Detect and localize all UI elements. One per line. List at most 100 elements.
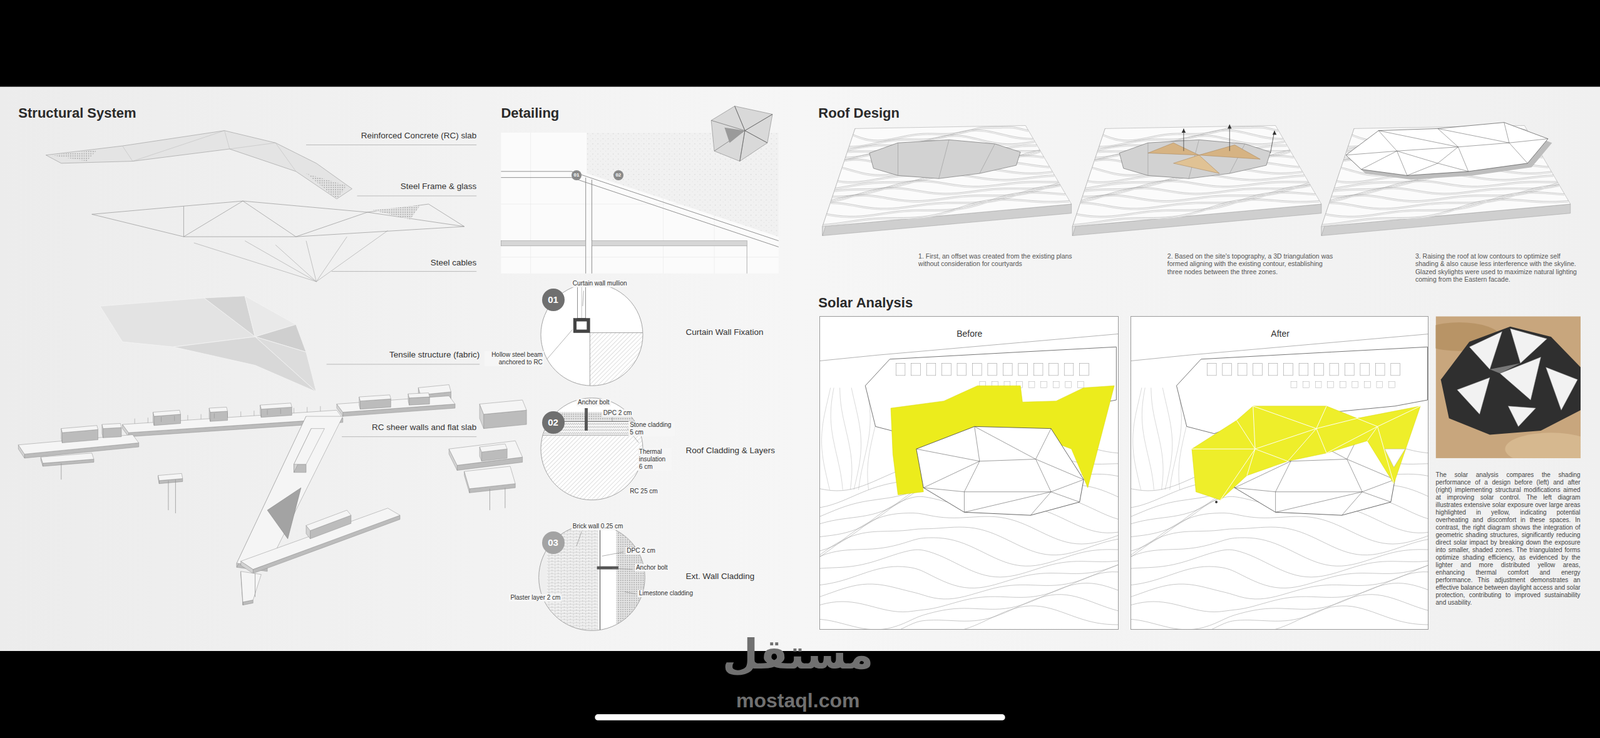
section-drawing	[530, 132, 531, 274]
label-underline	[341, 436, 477, 437]
roof-edge	[1397, 150, 1438, 164]
layer-label: Steel cables	[430, 257, 477, 268]
site-model	[822, 125, 1072, 236]
drawing-line	[979, 143, 995, 174]
roof-edge	[923, 461, 980, 488]
contour-line	[819, 558, 1119, 588]
detail-circle-wall	[536, 520, 647, 635]
roof-edge	[1035, 428, 1052, 460]
roof-edge	[1437, 163, 1469, 172]
sun-marker	[1215, 500, 1218, 504]
slab-top	[102, 423, 122, 429]
plan-furniture	[1065, 381, 1072, 389]
wall-rib	[240, 411, 242, 417]
rc-slab-layer	[45, 130, 352, 200]
callout-number: 02	[542, 411, 565, 434]
plan-furniture	[1364, 381, 1371, 389]
roof-edge	[1407, 163, 1438, 176]
plan-room	[1375, 363, 1385, 376]
contour-shade	[826, 192, 1066, 218]
contour-line	[1130, 594, 1429, 630]
section-drawing	[500, 241, 586, 247]
building-mass	[1119, 139, 1271, 179]
column	[489, 488, 491, 511]
steel-cables-layer	[194, 230, 389, 282]
wall-rib	[134, 418, 136, 424]
plan-furniture	[1315, 381, 1322, 389]
steel-cables-layer	[275, 244, 317, 282]
roof-edge	[1030, 492, 1052, 516]
annotation: Thermal insulation 6 cm	[637, 448, 672, 471]
contour-line	[1322, 199, 1569, 225]
triangulated-roof	[1345, 122, 1549, 176]
detail-circle-wall	[616, 520, 648, 635]
shading-edge	[1326, 426, 1378, 453]
column	[175, 479, 176, 514]
contour-line	[1130, 572, 1429, 613]
contour-line	[819, 594, 1119, 630]
wall-rib	[187, 415, 188, 421]
roof-edge	[1362, 492, 1391, 503]
layer-label: Reinforced Concrete (RC) slab	[361, 130, 477, 141]
render-photo	[1507, 406, 1536, 427]
plan-room	[1049, 363, 1059, 376]
arrow-head	[1272, 130, 1277, 136]
column	[60, 463, 62, 480]
roof-edge	[1342, 492, 1363, 516]
analysis-panel: Before	[819, 316, 1119, 630]
contour-line	[1130, 560, 1429, 601]
contour-line	[819, 605, 1119, 630]
roof-edge	[1275, 492, 1363, 513]
plan-furniture	[1303, 381, 1310, 389]
plan-room	[1079, 363, 1090, 376]
label-underline	[306, 144, 477, 146]
render-photo	[1435, 316, 1581, 459]
contour-shade	[1076, 192, 1316, 218]
contour-shade	[1322, 200, 1569, 226]
annotation: Plaster layer 2 cm	[508, 594, 562, 602]
callout-text: 03	[547, 537, 559, 549]
watermark: مستقل	[722, 629, 874, 680]
column	[254, 573, 256, 597]
plan-room	[1329, 363, 1339, 376]
section-drawing	[500, 177, 779, 248]
contour-line	[1130, 513, 1429, 566]
shading-edge	[1253, 406, 1317, 429]
detail-title: Roof Cladding & Layers	[685, 445, 775, 456]
render-photo	[1499, 357, 1541, 400]
section-heading: Solar Analysis	[818, 294, 913, 312]
roof-edge	[1035, 459, 1085, 481]
slab-side	[210, 411, 228, 422]
contour-line	[1081, 182, 1309, 201]
contour-line	[819, 513, 1119, 566]
leader-line	[585, 408, 586, 417]
steel-frame-layer	[367, 204, 465, 227]
home-indicator	[594, 714, 1005, 721]
section-drawing	[746, 246, 748, 274]
roof-thumbnail	[711, 106, 773, 162]
callout-text: 01	[574, 172, 580, 179]
plan-furniture	[1290, 381, 1298, 389]
steel-frame-layer	[92, 200, 297, 237]
solar-plan	[819, 332, 1119, 630]
roof-edge	[1051, 479, 1084, 493]
plan-room	[1268, 363, 1278, 376]
roof-edge	[1397, 150, 1408, 176]
plan-room	[1298, 363, 1309, 376]
contour-line	[1141, 387, 1154, 490]
section-drawing	[500, 171, 779, 242]
model-top	[1072, 125, 1322, 227]
detail-circle-curtain-wall	[540, 275, 662, 394]
contour-line	[1080, 184, 1311, 208]
contour-line	[1130, 549, 1429, 578]
slab-top	[40, 453, 94, 464]
contour-line	[826, 191, 1066, 216]
roof-edge	[1362, 479, 1395, 493]
drawing-line	[897, 142, 899, 176]
detail-circle-roof	[540, 398, 643, 501]
leader-line	[547, 329, 573, 360]
slab-top	[306, 510, 352, 531]
roof-edge	[1509, 142, 1528, 164]
annotation: Brick wall 0.25 cm	[571, 522, 625, 531]
panel-title: After	[1269, 329, 1291, 339]
